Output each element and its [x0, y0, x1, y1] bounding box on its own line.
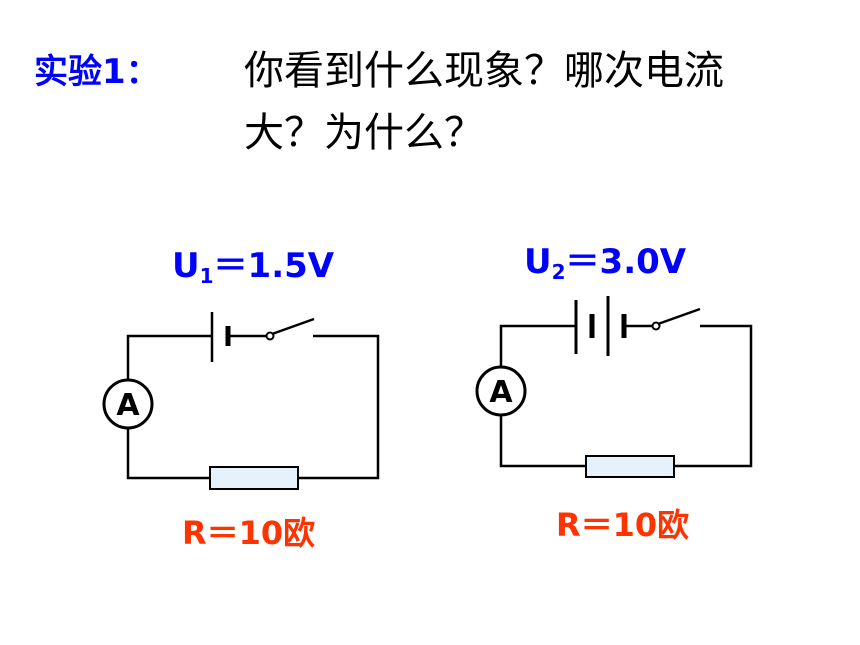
voltage-symbol: U: [524, 242, 552, 282]
resistance-label-circuit-1: R＝10欧: [182, 514, 316, 552]
voltage-value: ＝3.0V: [565, 242, 687, 282]
question-line-1: 你看到什么现象？哪次电流: [244, 48, 724, 94]
switch-pivot: [651, 321, 661, 331]
resistance-label-circuit-2: R＝10欧: [556, 506, 690, 544]
voltage-value: ＝1.5V: [213, 246, 335, 286]
ammeter-letter: A: [489, 375, 513, 410]
switch-lever: [657, 307, 701, 326]
voltage-symbol: U: [172, 246, 200, 286]
ammeter: [475, 365, 527, 417]
question-line-2: 大？为什么？: [244, 110, 484, 156]
voltage-label-circuit-1: U1＝1.5V: [172, 238, 334, 288]
switch-lever: [271, 317, 315, 336]
wire: [499, 414, 586, 468]
ammeter: [102, 378, 154, 430]
voltage-label-circuit-2: U2＝3.0V: [524, 234, 686, 284]
ammeter-letter: A: [116, 388, 140, 423]
circuit-1: A: [102, 312, 380, 490]
resistor: [209, 466, 299, 490]
wire: [298, 334, 380, 480]
wire: [674, 324, 753, 468]
voltage-subscript: 1: [199, 264, 214, 288]
circuit-2: A: [475, 296, 753, 478]
wire: [126, 428, 210, 480]
wire: [499, 324, 576, 368]
resistor: [585, 455, 675, 478]
switch-pivot: [265, 331, 275, 341]
experiment-label: 实验1：: [34, 52, 160, 92]
wire: [126, 334, 212, 380]
voltage-subscript: 2: [551, 260, 566, 284]
